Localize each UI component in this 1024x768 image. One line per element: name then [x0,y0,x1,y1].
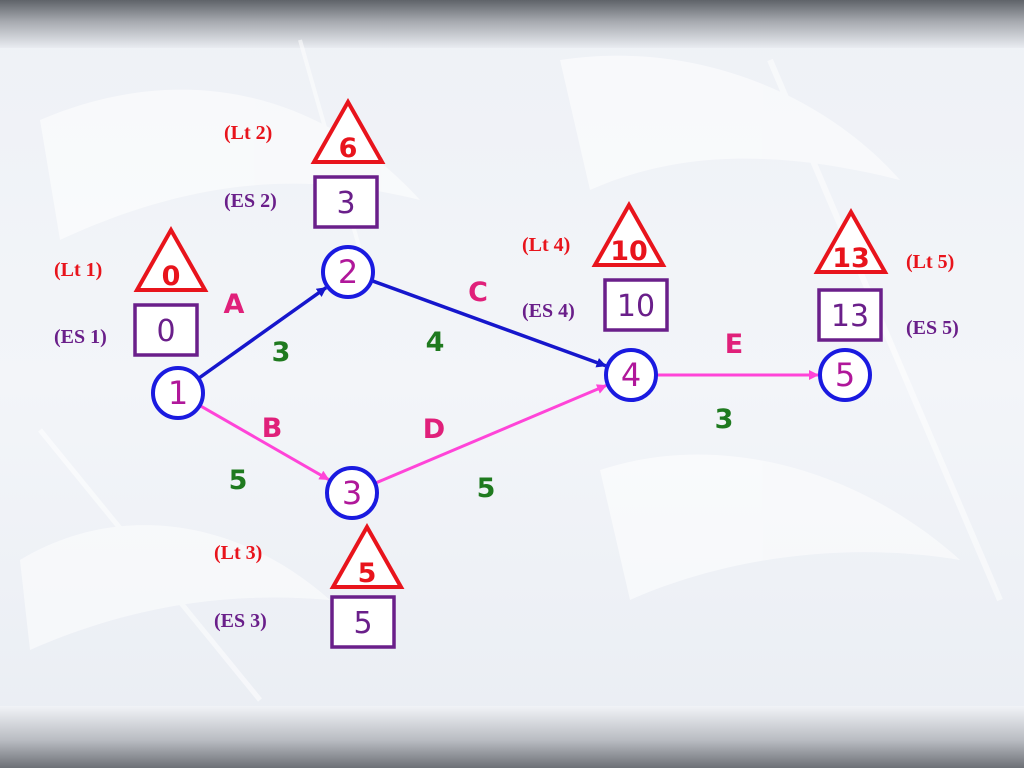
activity-arrows [197,278,819,485]
lt-tag: (Lt 2) [224,122,272,144]
es-box [313,175,379,229]
time-markers: 0 0 (Lt 1) (ES 1) 6 3 (Lt 2) (ES 2) 5 5 (Lt 3) (ES … [54,97,959,649]
node-2-times: 6 3 (Lt 2) (ES 2) [224,97,386,229]
lt-tag: (Lt 5) [906,251,954,273]
node-3: 3 [325,466,379,520]
lt-value: 0 [162,261,181,292]
arrow-A [197,286,328,380]
lt-tag: (Lt 1) [54,259,102,281]
activity-duration-B: 5 [229,465,248,496]
es-tag: (ES 5) [906,317,959,339]
node-5-times: 13 13 (Lt 5) (ES 5) [813,207,959,342]
es-box [603,278,669,332]
es-value: 3 [336,186,355,221]
lt-triangle [813,207,889,274]
lt-tag: (Lt 3) [214,542,262,564]
activity-name-B: B [262,413,283,444]
activity-duration-E: 3 [715,404,734,435]
node-1-times: 0 0 (Lt 1) (ES 1) [54,225,209,357]
es-value: 5 [353,606,372,641]
activity-name-D: D [423,414,445,445]
activity-duration-D: 5 [477,473,496,504]
node-3-times: 5 5 (Lt 3) (ES 3) [214,522,405,649]
es-box [330,595,396,649]
node-number: 2 [338,253,358,291]
activity-name-A: A [224,289,245,320]
es-value: 0 [156,314,175,349]
node-circle [321,245,375,299]
lt-triangle [591,200,667,267]
node-4: 4 [604,348,658,402]
node-number: 4 [621,356,641,394]
es-value: 10 [617,289,655,324]
bottom-gradient-band [0,706,1024,768]
es-box [817,288,883,342]
node-circle [604,348,658,402]
node-circle [325,466,379,520]
node-number: 3 [342,474,362,512]
es-tag: (ES 1) [54,326,107,348]
node-1: 1 [151,366,205,420]
lt-value: 5 [358,558,377,589]
node-number: 5 [835,356,855,394]
node-circle [151,366,205,420]
es-box [133,303,199,357]
node-circle [818,348,872,402]
es-tag: (ES 3) [214,610,267,632]
activity-duration-A: 3 [272,337,291,368]
event-nodes: 1 2 3 4 5 [151,245,872,520]
lt-triangle [133,225,209,292]
es-value: 13 [831,299,869,334]
node-2: 2 [321,245,375,299]
arrow-B [198,404,330,481]
lt-triangle [329,522,405,589]
lt-value: 10 [610,236,648,267]
node-number: 1 [168,374,188,412]
activity-duration-C: 4 [426,327,445,358]
activity-name-E: E [725,329,743,360]
node-5: 5 [818,348,872,402]
lt-value: 6 [339,133,358,164]
arrow-C [370,278,607,368]
top-gradient-band [0,0,1024,48]
lt-tag: (Lt 4) [522,234,570,256]
es-tag: (ES 4) [522,300,575,322]
es-tag: (ES 2) [224,190,277,212]
activity-name-C: C [468,277,488,308]
lt-triangle [310,97,386,164]
arrow-D [374,384,608,485]
lt-value: 13 [832,243,870,274]
node-4-times: 10 10 (Lt 4) (ES 4) [522,200,669,332]
